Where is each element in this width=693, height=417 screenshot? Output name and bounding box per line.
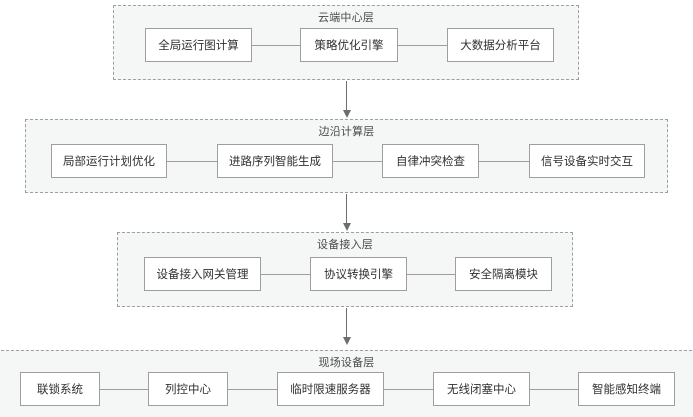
- node-local-operation-plan-optimization[interactable]: 局部运行计划优化: [51, 144, 167, 178]
- node-intelligent-sensing-terminal[interactable]: 智能感知终端: [578, 372, 675, 406]
- node-label: 局部运行计划优化: [63, 154, 155, 168]
- connector-field-4-5: [530, 389, 578, 390]
- connector-access-2-3: [407, 274, 455, 275]
- connector-edge-2-3: [333, 161, 382, 162]
- node-label: 全局运行图计算: [158, 38, 239, 52]
- connector-field-1-2: [100, 389, 148, 390]
- node-security-isolation-module[interactable]: 安全隔离模块: [455, 257, 552, 291]
- node-label: 设备接入网关管理: [156, 267, 249, 281]
- arrow-cloud-to-edge: [343, 81, 351, 118]
- node-global-timetable-computation[interactable]: 全局运行图计算: [145, 28, 252, 62]
- layer-title-edge-computing: 边沿计算层: [318, 125, 375, 138]
- node-label: 自律冲突检查: [396, 154, 465, 168]
- node-radio-block-center[interactable]: 无线闭塞中心: [433, 372, 530, 406]
- node-interlocking-system[interactable]: 联锁系统: [20, 372, 100, 406]
- node-big-data-analysis-platform[interactable]: 大数据分析平台: [447, 28, 554, 62]
- node-label: 无线闭塞中心: [447, 382, 516, 396]
- node-temporary-speed-restriction-server[interactable]: 临时限速服务器: [277, 372, 384, 406]
- node-device-access-gateway-management[interactable]: 设备接入网关管理: [144, 257, 261, 291]
- layer-title-field-equipment: 现场设备层: [318, 356, 375, 369]
- node-label: 列控中心: [165, 382, 211, 396]
- node-label: 大数据分析平台: [460, 38, 541, 52]
- arrow-device-access-to-field: [343, 308, 351, 345]
- node-label: 信号设备实时交互: [541, 154, 633, 168]
- arrow-edge-to-device-access: [343, 194, 351, 231]
- node-autonomous-conflict-check[interactable]: 自律冲突检查: [382, 144, 479, 178]
- node-label: 策略优化引擎: [314, 38, 384, 52]
- node-label: 安全隔离模块: [469, 267, 538, 281]
- connector-access-1-2: [261, 274, 310, 275]
- connector-edge-1-2: [167, 161, 217, 162]
- connector-field-2-3: [228, 389, 277, 390]
- node-protocol-conversion-engine[interactable]: 协议转换引擎: [310, 257, 407, 291]
- node-label: 进路序列智能生成: [229, 154, 321, 168]
- node-label: 协议转换引擎: [324, 267, 393, 281]
- node-signal-equipment-realtime-interaction[interactable]: 信号设备实时交互: [529, 144, 645, 178]
- connector-edge-3-4: [479, 161, 529, 162]
- node-route-sequence-intelligent-generation[interactable]: 进路序列智能生成: [217, 144, 333, 178]
- layer-title-device-access: 设备接入层: [317, 238, 373, 251]
- layer-title-cloud-center: 云端中心层: [318, 11, 374, 24]
- node-strategy-optimization-engine[interactable]: 策略优化引擎: [300, 28, 398, 62]
- connector-cloud-1-2: [252, 45, 300, 46]
- node-train-control-center[interactable]: 列控中心: [148, 372, 228, 406]
- node-label: 联锁系统: [37, 382, 83, 396]
- connector-cloud-2-3: [398, 45, 447, 46]
- node-label: 智能感知终端: [592, 382, 661, 396]
- node-label: 临时限速服务器: [290, 382, 371, 396]
- connector-field-3-4: [384, 389, 433, 390]
